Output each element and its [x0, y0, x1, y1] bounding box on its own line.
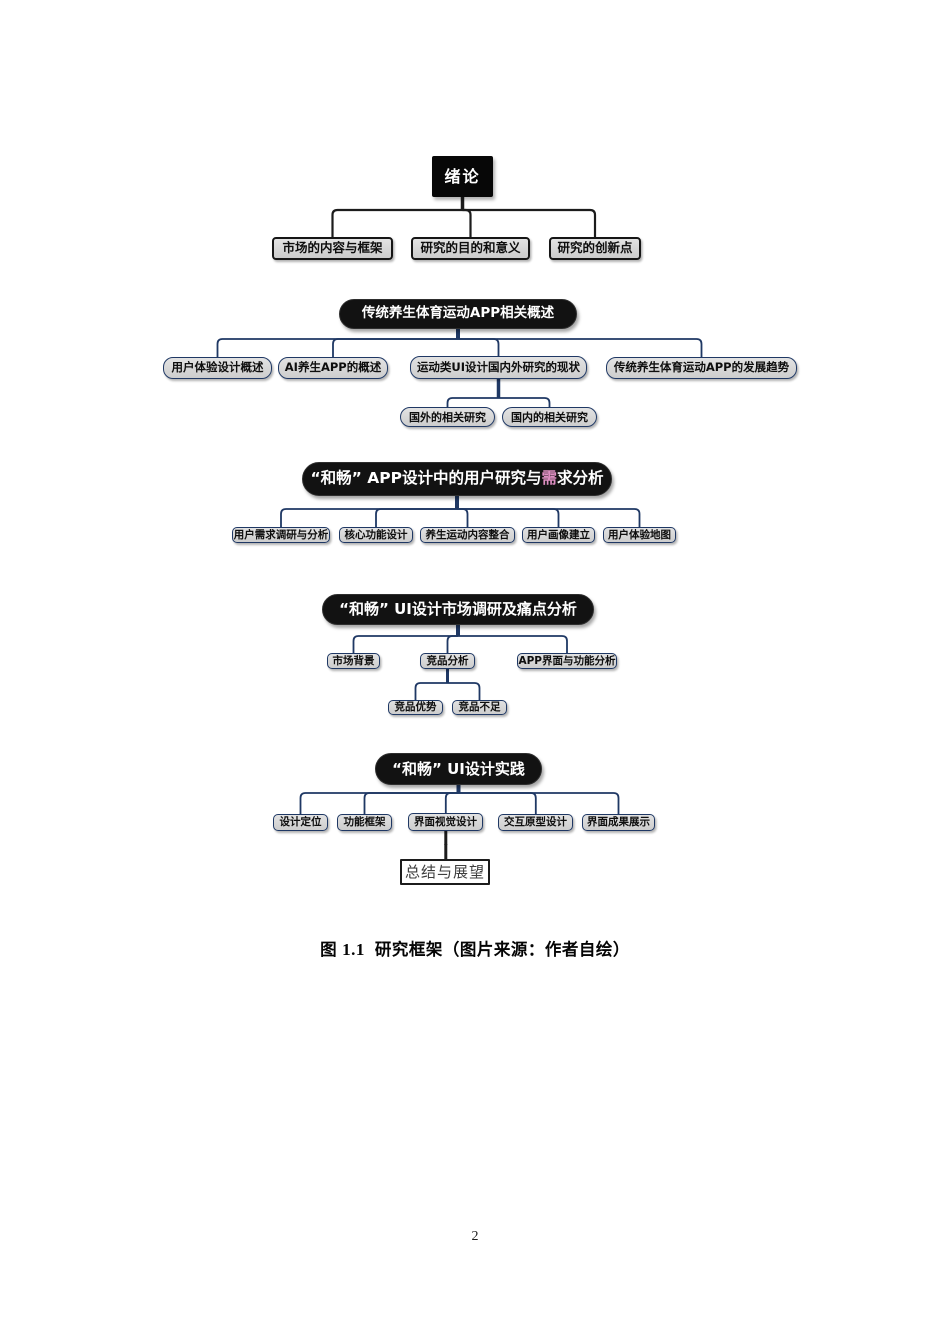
node-s2-child-2: 运动类UI设计国内外研究的现状 — [410, 356, 587, 379]
node-s1-child-1: 研究的目的和意义 — [411, 237, 530, 260]
node-s1-child-0: 市场的内容与框架 — [272, 237, 393, 260]
node-s3-child-2: 养生运动内容整合 — [420, 527, 515, 543]
node-s5-child-2: 界面视觉设计 — [408, 813, 483, 831]
node-s2-child-0: 用户体验设计概述 — [163, 357, 272, 379]
connector-layer — [216, 196, 703, 860]
node-s1-child-2: 研究的创新点 — [549, 237, 641, 260]
node-s2-sub-1: 国内的相关研究 — [502, 407, 597, 427]
s3-root-text: “和畅” APP设计中的用户研究与 — [310, 469, 542, 488]
node-s4-child-2: APP界面与功能分析 — [517, 653, 617, 669]
page-number: 2 — [471, 1229, 479, 1244]
node-s4-sub-1: 竞品不足 — [452, 700, 507, 715]
node-s3-child-0: 用户需求调研与分析 — [232, 527, 330, 543]
node-summary: 总结与展望 — [400, 859, 490, 885]
node-s4-child-0: 市场背景 — [327, 653, 380, 669]
node-s3-child-4: 用户体验地图 — [603, 527, 676, 543]
node-s1-root: 绪论 — [432, 156, 493, 197]
figure-caption-number: 1.1 — [342, 940, 365, 959]
node-s2-root: 传统养生体育运动APP相关概述 — [339, 299, 577, 329]
node-s3-child-3: 用户画像建立 — [522, 527, 595, 543]
node-s4-root: “和畅” UI设计市场调研及痛点分析 — [322, 594, 594, 625]
figure-caption-label: 图 — [320, 940, 338, 959]
node-s5-root: “和畅” UI设计实践 — [375, 753, 542, 785]
s3-root-text-tail: 求分析 — [557, 469, 604, 488]
node-s5-child-1: 功能框架 — [337, 814, 392, 831]
node-s5-child-4: 界面成果展示 — [582, 814, 655, 831]
node-s2-child-1: AI养生APP的概述 — [278, 357, 388, 379]
node-s2-child-3: 传统养生体育运动APP的发展趋势 — [606, 357, 797, 379]
node-s4-sub-0: 竞品优势 — [388, 700, 443, 715]
node-s3-root: “和畅” APP设计中的用户研究与需求分析 — [302, 462, 612, 496]
s3-root-accent-char: 需 — [541, 469, 557, 488]
figure-caption-text: 研究框架（图片来源：作者自绘） — [374, 940, 630, 959]
node-s3-child-1: 核心功能设计 — [339, 527, 413, 543]
node-s4-child-1: 竞品分析 — [420, 653, 475, 669]
node-s5-child-3: 交互原型设计 — [498, 814, 573, 831]
node-s5-child-0: 设计定位 — [273, 814, 328, 831]
node-s2-sub-0: 国外的相关研究 — [400, 407, 495, 427]
